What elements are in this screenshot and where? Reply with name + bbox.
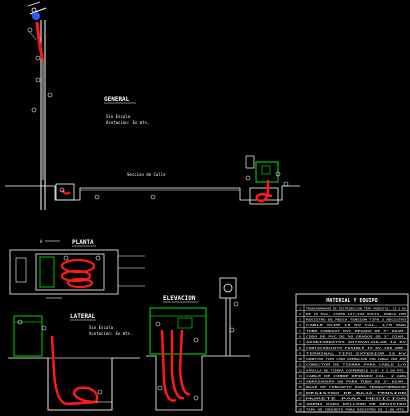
table-row: CONECTOR TIPO CODO OPERACION CON CARGA 2… <box>306 357 406 361</box>
table-row-number: 1 <box>299 306 301 310</box>
table-row-number: 14 <box>298 380 302 384</box>
lateral-ground-section <box>8 357 140 411</box>
material-table: MATERIAL Y EQUIPO 1 TRANSFORMADOR DE DIST… <box>295 293 409 413</box>
elevacion-transformer <box>149 307 207 355</box>
table-row: ARENA PARA RELLENO DE REGISTRO <box>306 402 406 406</box>
handhole-right <box>249 187 279 205</box>
planta-handhole <box>35 253 105 291</box>
planta-title: PLANTA <box>72 239 94 246</box>
lateral-handhole <box>47 357 113 411</box>
handhole-left <box>55 183 75 201</box>
lateral-title: LATERAL <box>70 313 96 320</box>
meter-box <box>219 277 237 299</box>
lateral-scale-line1: Sin Escala <box>89 325 114 330</box>
svg-text:A: A <box>40 239 43 244</box>
table-row-number: 5 <box>299 329 301 333</box>
planta-view: PLANTA A <box>9 239 145 299</box>
planta-cable-loops <box>60 258 96 289</box>
table-row: CORTACIRCUITO FUSIBLE 15 KV 100 AMP. <box>306 346 406 350</box>
riser-cable <box>35 21 45 61</box>
table-row-number: 3 <box>299 318 301 322</box>
general-scale-line1: Sin Escala <box>106 114 131 119</box>
table-row-number: 4 <box>299 323 301 327</box>
table-row: TAPA DE CONCRETO PARA REGISTRO DE 1.00 M… <box>306 408 406 412</box>
pad-mounted-transformer <box>255 161 279 183</box>
general-scale-line2: Acotacion: En mts. <box>106 120 149 125</box>
table-row: BASE DE CONCRETO PARA TRANSFORMADOR <box>306 385 406 389</box>
bolt-icon <box>31 7 37 13</box>
table-row: TUBO CONDUIT PVC PESADO DE 3" DIAM. <box>306 329 406 333</box>
table-row: REGISTRO DE MEDIA TENSION TIPO 3 REGISTR… <box>306 318 406 322</box>
table-row-number: 18 <box>298 402 302 406</box>
crossarm <box>29 7 47 15</box>
table-row-number: 6 <box>299 334 301 338</box>
table-row: CONECTOR DE TIERRA PARA CABLE 1/0 <box>306 363 406 367</box>
elevacion-view: ELEVACION <box>146 277 250 411</box>
planta-outer-frame <box>9 249 119 295</box>
elevacion-cables <box>160 329 191 402</box>
table-row-number: 16 <box>298 391 302 395</box>
table-title: MATERIAL Y EQUIPO <box>326 298 377 304</box>
table-row: CABLE XLPE 15 KV CAL. 1/0 AWG <box>306 323 406 327</box>
table-row: REGISTRO DE BAJA TENSION <box>306 391 407 395</box>
lateral-scale-line2: Acotacion: En mts. <box>89 331 132 336</box>
lateral-cable <box>50 335 99 406</box>
overhead-line <box>27 1 41 7</box>
table-row: APARTARRAYOS AUTOVALVULAR 12 KV <box>306 340 406 344</box>
table-row-number: 19 <box>298 408 302 412</box>
table-row: VARILLA DE TIERRA COPPERWELD 5/8" X 3.00… <box>306 368 406 372</box>
table-row: CODO DE PVC DE 90 GRADOS DE 3" DIAM. <box>306 334 406 338</box>
table-row-number: 8 <box>299 346 301 350</box>
table-row: DE 75 KVA, 13200-127/220 VOLTS, MARCA IE… <box>306 312 406 316</box>
table-row-number: 12 <box>298 368 302 372</box>
road-label: Seccion de Calle <box>127 172 166 177</box>
meter-icon <box>223 283 233 293</box>
general-title: GENERAL <box>104 96 130 103</box>
cable-handhole-left <box>61 189 71 195</box>
table-row: TRANSFORMADOR DE DISTRIBUCION TIPO PEDES… <box>306 306 406 310</box>
general-view: GENERAL Sin Escala Acotacion: En mts. Se… <box>5 1 300 210</box>
table-row-number: 15 <box>298 385 302 389</box>
table-row: ABRAZADERA UB PARA TUBO DE 3" DIAM. <box>306 380 406 384</box>
table-row-number: 9 <box>299 351 301 355</box>
planta-transformer <box>39 256 55 288</box>
lateral-view: LATERAL Sin Escala Acotacion: En mts. <box>8 313 140 411</box>
cable-handhole-right <box>255 180 273 203</box>
table-row-number: 13 <box>298 374 302 378</box>
table-rows: 1 TRANSFORMADOR DE DISTRIBUCION TIPO PEDE… <box>296 306 408 413</box>
ground-profile <box>5 185 300 201</box>
table-row-number: 17 <box>298 396 302 400</box>
meter-post <box>245 155 255 169</box>
table-row-number: 7 <box>299 340 301 344</box>
table-row-number: 2 <box>299 312 301 316</box>
insulator-icon <box>32 12 40 20</box>
table-row-number: 11 <box>298 363 302 367</box>
table-row-number: 10 <box>298 357 302 361</box>
elevacion-title: ELEVACION <box>163 295 196 302</box>
table-row: MURETE PARA MEDICION <box>306 396 407 400</box>
table-row: TERMINAL TIPO EXTERIOR 15 KV <box>306 351 407 355</box>
table-row: CABLE DE COBRE DESNUDO CAL. 2 AWG <box>306 374 406 378</box>
elevacion-handhole <box>146 355 212 411</box>
lateral-transformer <box>13 315 43 357</box>
